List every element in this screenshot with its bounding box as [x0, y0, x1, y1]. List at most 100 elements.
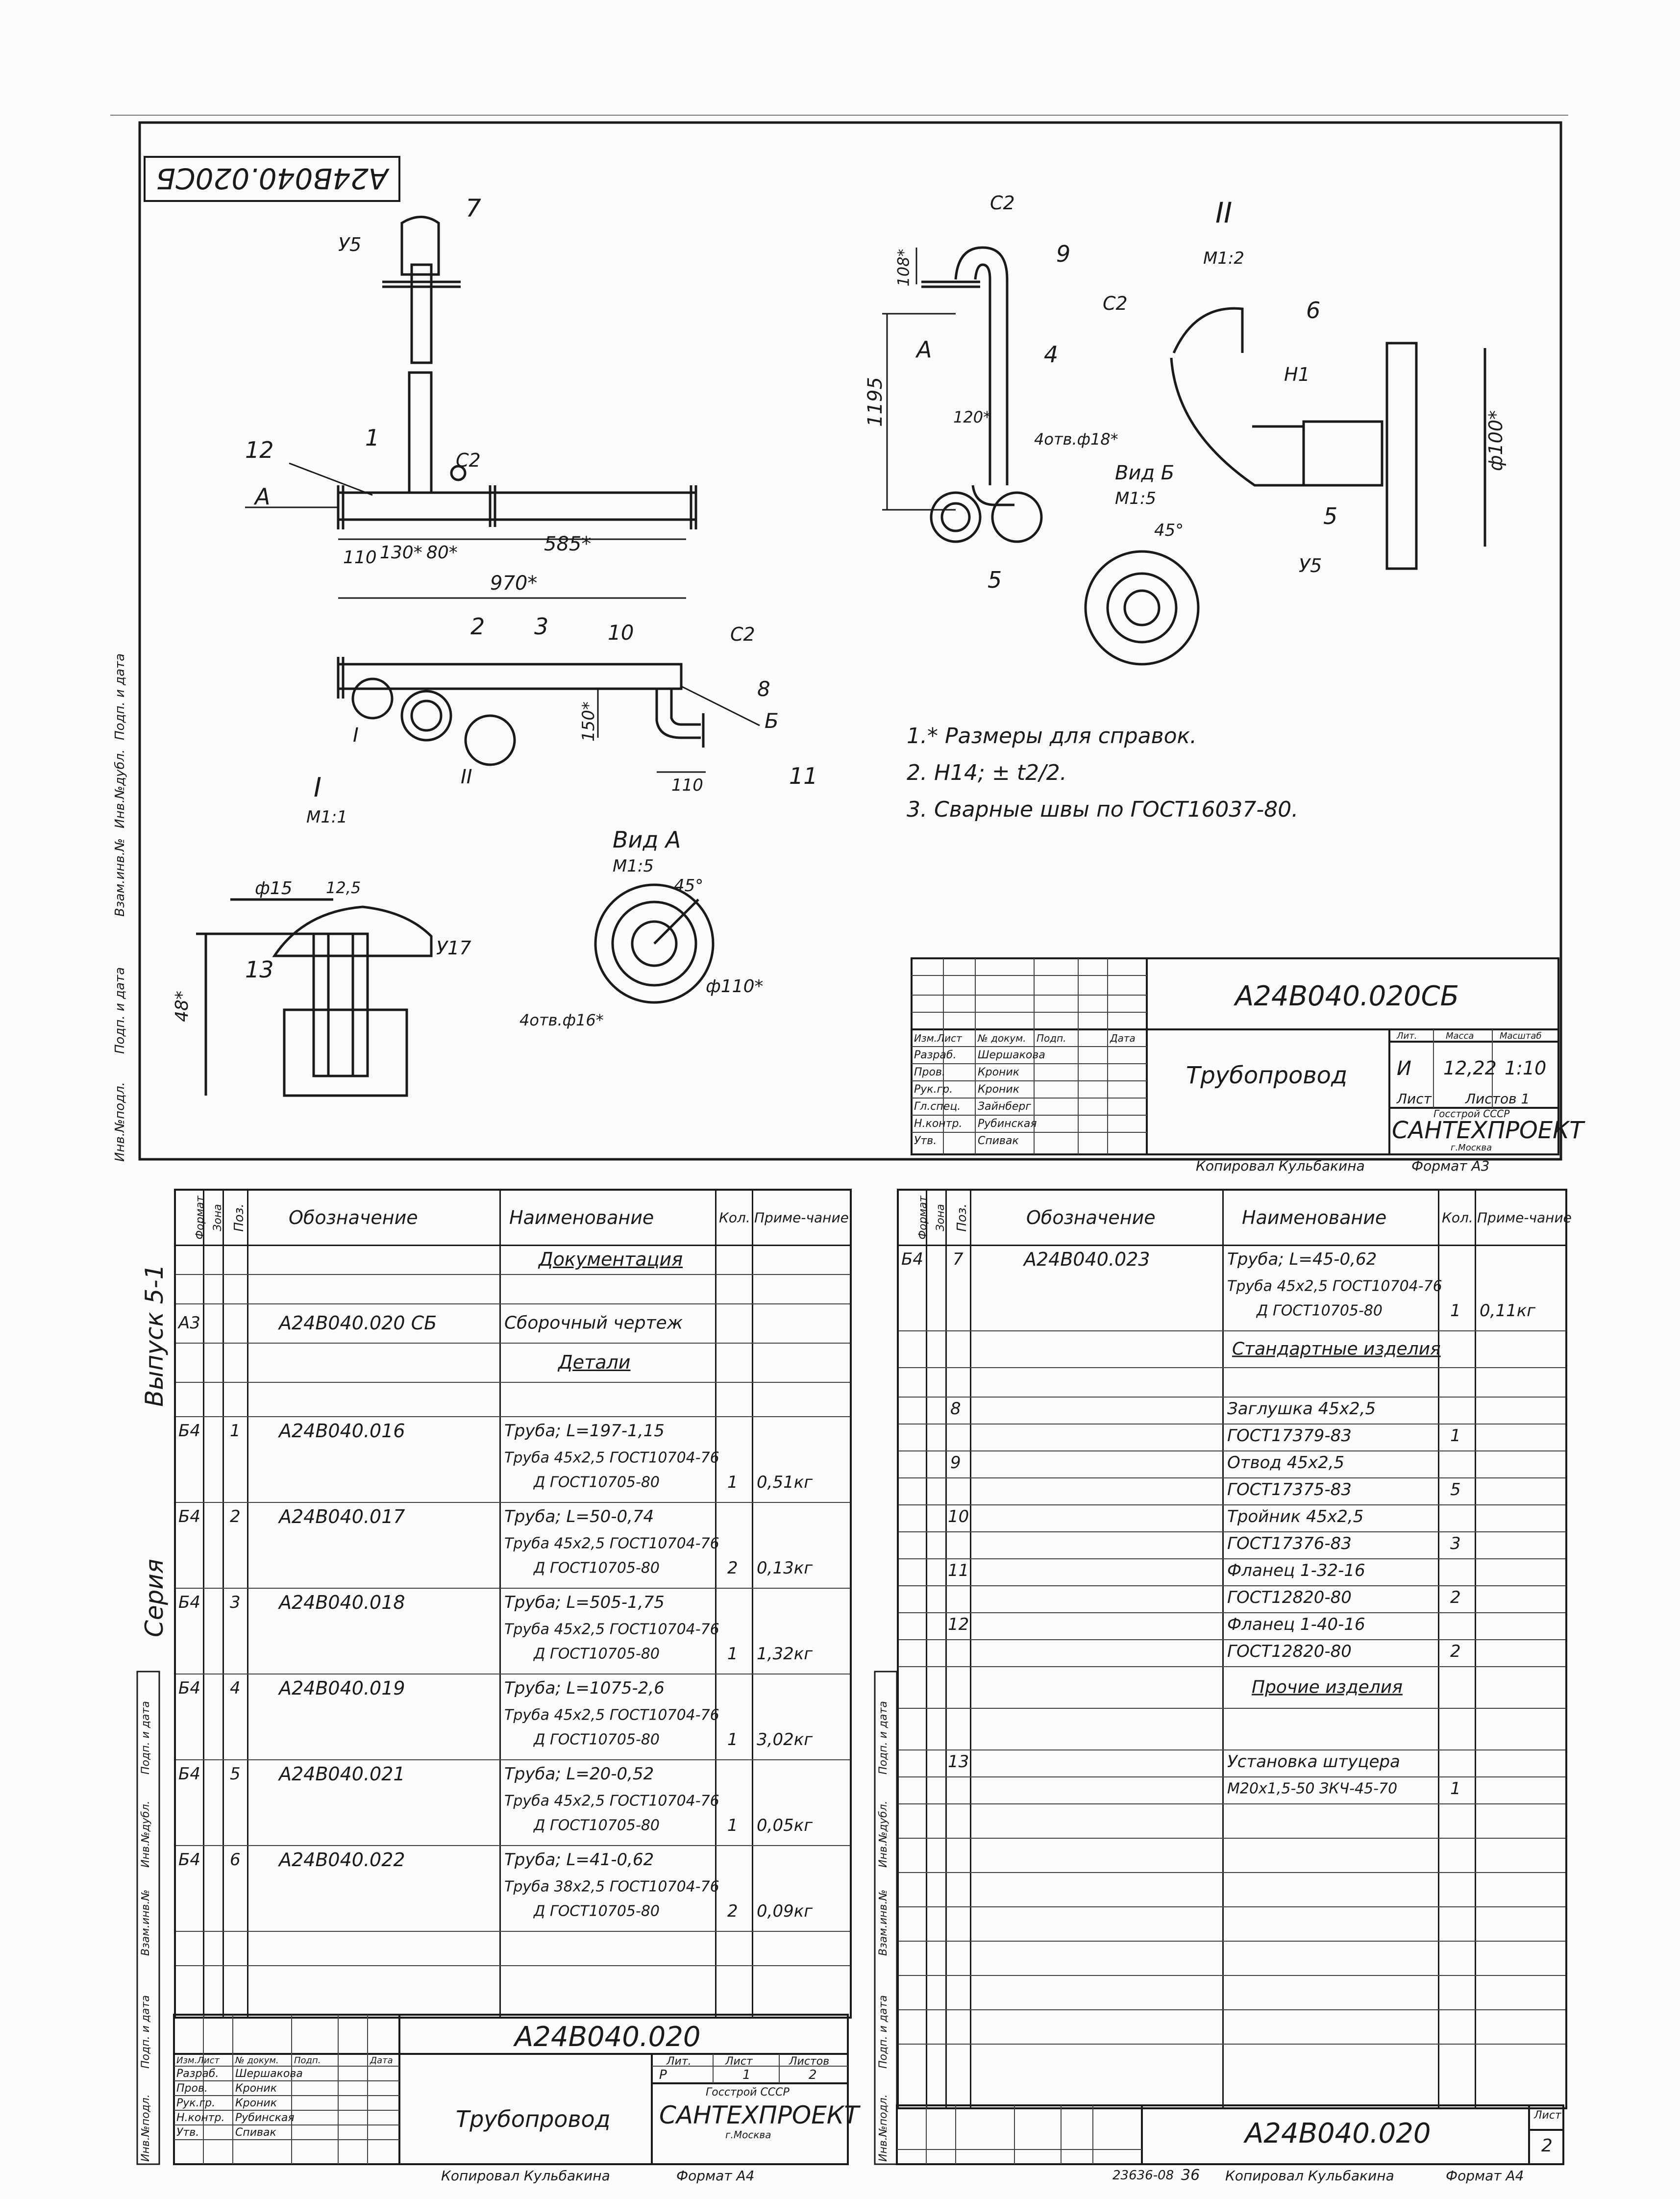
tb-row-head-date: Дата — [1110, 1032, 1136, 1044]
left-hdr-note: Приме-чание — [754, 1209, 849, 1226]
name: Тройник 45х2,5 — [1227, 1507, 1364, 1526]
label-pos2: 2 — [470, 613, 485, 640]
note: 0,09кг — [757, 1901, 813, 1921]
pos: 1 — [230, 1421, 241, 1441]
label-phi110: ф110* — [706, 976, 764, 997]
drawing-sheets: Листов 1 — [1465, 1091, 1530, 1107]
format: Б4 — [178, 1764, 200, 1784]
dim-110b: 110 — [671, 775, 703, 795]
drawing-code-rotated: А24В040.020СБ — [156, 162, 388, 195]
qty: 1 — [1450, 1301, 1461, 1321]
left-title-code: А24В040.020 — [515, 2021, 701, 2053]
right-row-7: Б4 7 А24В040.023 Труба; L=45-0,62 Труба … — [899, 1245, 1565, 1330]
qty: 5 — [1450, 1480, 1461, 1499]
left-section-documentation: Документация — [539, 1249, 683, 1270]
note: 3,02кг — [757, 1730, 813, 1749]
tb-role-4: Гл.спец. — [914, 1100, 961, 1113]
name2: ГОСТ17376-83 — [1227, 1534, 1352, 1553]
left-row-1: Б4 1 А24В040.016 Труба; L=197-1,15 Труба… — [176, 1416, 850, 1502]
lp-name-3: Кроник — [235, 2097, 277, 2109]
note: 0,05кг — [757, 1816, 813, 1835]
side-label-1: Подп. и дата — [113, 967, 127, 1054]
tb-name-6: Спивак — [978, 1135, 1019, 1147]
left-org1: Госстрой СССР — [706, 2086, 790, 2099]
name3: Д ГОСТ10705-80 — [534, 1731, 660, 1749]
rs-label-4: Подп. и дата — [877, 1701, 889, 1774]
pos: 13 — [948, 1752, 969, 1772]
name2: Труба 45х2,5 ГОСТ10704-76 — [504, 1792, 719, 1810]
label-holes2: 4отв.ф18* — [1034, 430, 1118, 449]
label-m11: М1:1 — [306, 807, 348, 827]
lp-role-1: Разраб. — [176, 2068, 219, 2080]
label-y17: У17 — [436, 937, 471, 959]
designation: А24В040.019 — [279, 1677, 405, 1699]
label-b: Б — [765, 709, 779, 733]
lp-role-4: Н.контр. — [176, 2112, 225, 2124]
pos: 9 — [950, 1453, 961, 1473]
name: Труба; L=197-1,15 — [504, 1421, 665, 1441]
lp-head-role: Изм.Лист — [176, 2055, 220, 2066]
right-row-13: 13 Установка штуцера М20х1,5-50 ЗКЧ-45-7… — [899, 1749, 1565, 1803]
right-stamp: 23636-08 — [1112, 2168, 1174, 2183]
label-pos6: 6 — [1306, 297, 1321, 324]
left-row-2: Б4 2 А24В040.017 Труба; L=50-0,74 Труба … — [176, 1502, 850, 1588]
left-hdr-sheet: Лист — [725, 2055, 753, 2068]
tb-row-head-no: № докум. — [978, 1032, 1026, 1044]
right-hdr-zone: Зона — [935, 1204, 947, 1231]
ls-label-3: Инв.№дубл. — [140, 1800, 152, 1868]
name3: Д ГОСТ10705-80 — [534, 1817, 660, 1834]
qty: 2 — [727, 1901, 738, 1921]
right-hdr-pos: Поз. — [954, 1203, 969, 1232]
left-hdr-zone: Зона — [212, 1204, 224, 1231]
label-view-a: А — [255, 483, 271, 510]
right-row-9: 9 Отвод 45х2,5 ГОСТ17375-83 5 — [899, 1450, 1565, 1504]
ls-label-1: Подп. и дата — [140, 1995, 152, 2069]
drawing-copied: Копировал Кульбакина — [1196, 1158, 1365, 1174]
dim-80: 80* — [426, 543, 458, 563]
drawing-org1: Госстрой СССР — [1433, 1108, 1510, 1120]
note-3: 3. Сварные швы по ГОСТ16037-80. — [907, 797, 1299, 822]
label-c2b: С2 — [1103, 293, 1128, 314]
left-series-label: Серия — [140, 1559, 169, 1637]
left-section-details: Детали — [558, 1351, 631, 1373]
pos: 3 — [230, 1593, 241, 1612]
name2: ГОСТ17375-83 — [1227, 1480, 1352, 1499]
designation: А24В040.023 — [1024, 1249, 1150, 1270]
label-r1: I — [353, 724, 359, 747]
tb-role-1: Разраб. — [914, 1049, 957, 1061]
name2: ГОСТ17379-83 — [1227, 1426, 1352, 1446]
side-label-0: Инв.№подл. — [113, 1082, 127, 1162]
label-pos10: 10 — [608, 621, 634, 645]
label-pos4: 4 — [1044, 341, 1059, 368]
name2: Труба 38х2,5 ГОСТ10704-76 — [504, 1878, 719, 1896]
lp-name-2: Кроник — [235, 2082, 277, 2095]
right-row-8: 8 Заглушка 45х2,5 ГОСТ17379-83 1 — [899, 1397, 1565, 1450]
right-hdr-qty: Кол. — [1442, 1209, 1473, 1226]
left-sheets: 2 — [809, 2068, 817, 2082]
right-title-code: А24В040.020 — [1245, 2118, 1431, 2149]
name: Установка штуцера — [1227, 1752, 1400, 1772]
label-y5: У5 — [338, 234, 362, 255]
label-m12: М1:2 — [1203, 249, 1245, 268]
label-pos13: 13 — [245, 956, 274, 983]
left-hdr-pos: Поз. — [231, 1203, 247, 1232]
name2: Труба 45х2,5 ГОСТ10704-76 — [1227, 1277, 1442, 1295]
left-row-5: Б4 5 А24В040.021 Труба; L=20-0,52 Труба … — [176, 1759, 850, 1845]
format: Б4 — [901, 1249, 923, 1269]
drawing-org3: г.Москва — [1451, 1143, 1492, 1153]
right-hdr-name: Наименование — [1242, 1207, 1387, 1228]
label-r2: II — [461, 766, 472, 788]
name2: ГОСТ12820-80 — [1227, 1642, 1352, 1661]
label-view-a-2: А — [916, 336, 932, 363]
dim-585: 585* — [544, 533, 592, 555]
name2: ГОСТ12820-80 — [1227, 1588, 1352, 1607]
designation: А24В040.018 — [279, 1592, 405, 1613]
lp-head-no: № докум. — [235, 2055, 279, 2066]
label-pos1: 1 — [365, 425, 380, 451]
label-c2-3: С2 — [990, 192, 1015, 214]
lp-role-3: Рук.гр. — [176, 2097, 216, 2109]
dim-150: 150* — [578, 701, 598, 742]
right-sheet-label: Лист — [1534, 2109, 1561, 2122]
label-m15a: М1:5 — [613, 856, 654, 876]
label-pos11: 11 — [789, 763, 818, 789]
